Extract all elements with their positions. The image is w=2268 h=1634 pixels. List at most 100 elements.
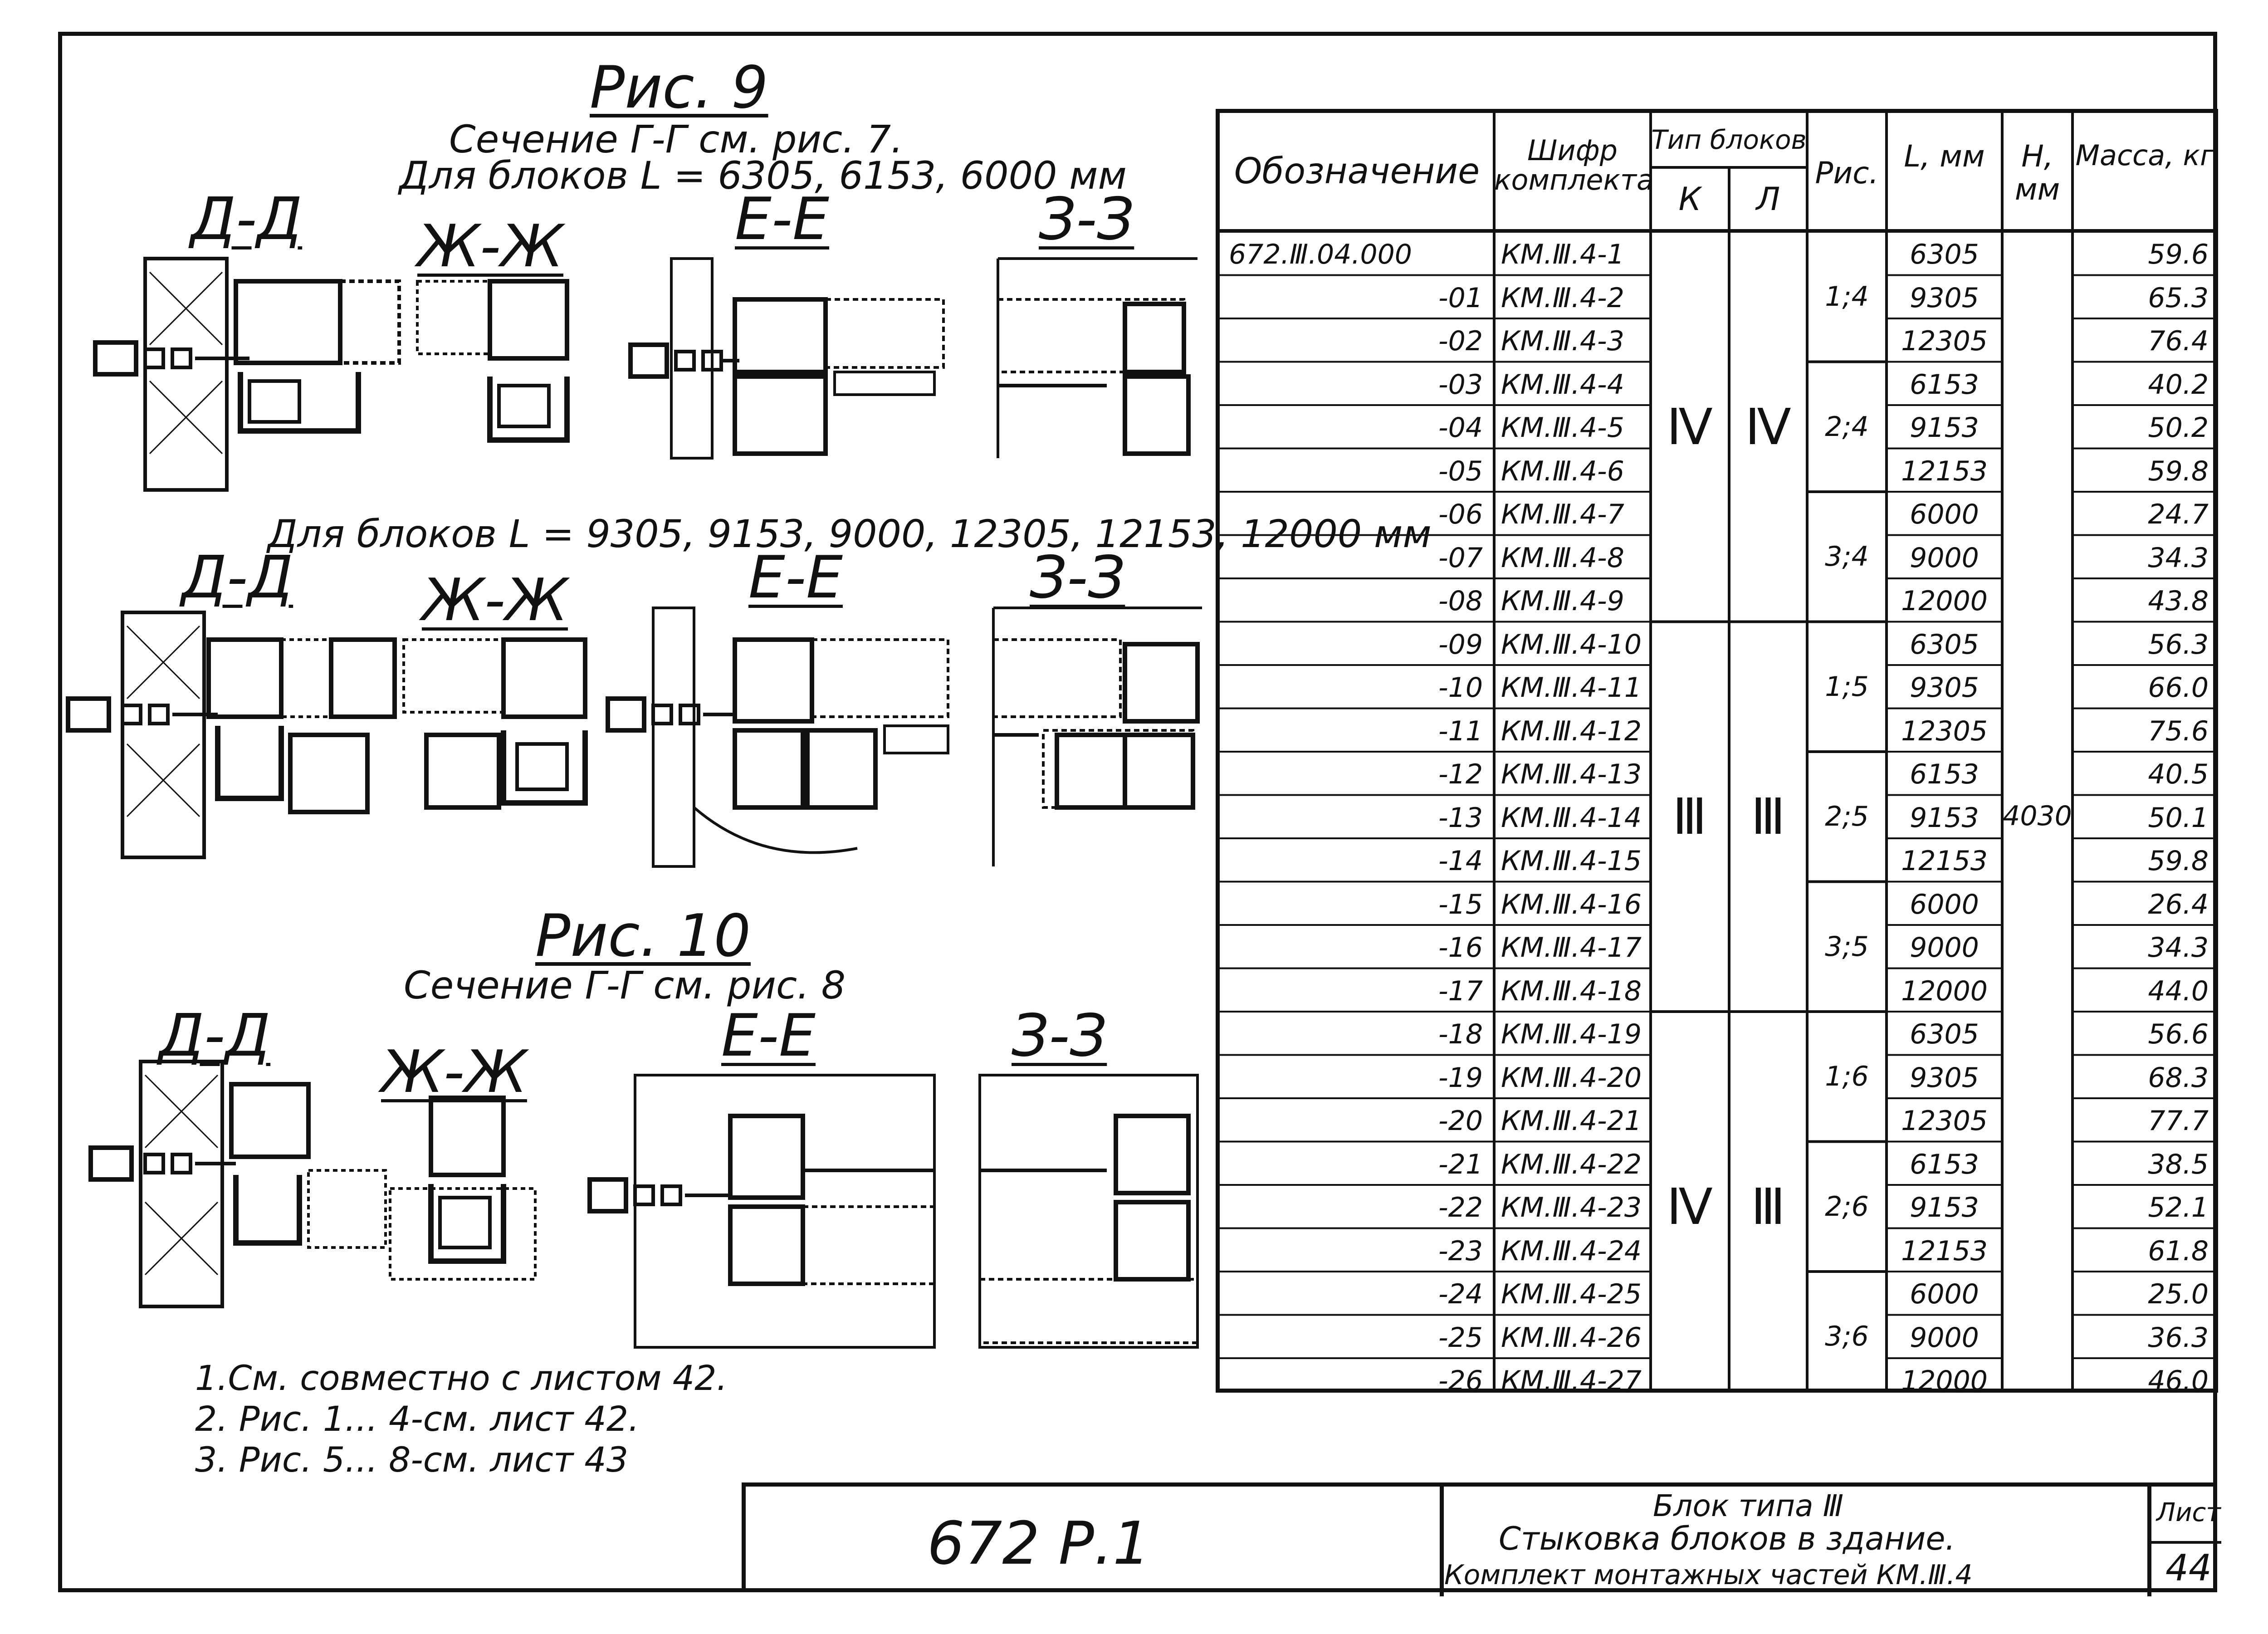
block-type-l: Ⅳ	[1745, 397, 1791, 456]
row-length: 6153	[1910, 368, 1979, 401]
section-label-zz-3: З-З	[1012, 1002, 1107, 1070]
row-designation: -10	[1438, 672, 1483, 704]
row-mass: 75.6	[2148, 715, 2209, 747]
row-designation: -13	[1438, 802, 1483, 834]
section-drawing-ee-1	[628, 257, 945, 460]
row-length: 12305	[1901, 715, 1988, 747]
row-code: КМ.Ⅲ.4-16	[1501, 888, 1642, 920]
row-code: КМ.Ⅲ.4-22	[1501, 1148, 1642, 1180]
row-mass: 50.1	[2148, 802, 2209, 834]
row-designation: 672.Ⅲ.04.000	[1229, 239, 1412, 270]
fig10-subtitle: Сечение Г-Г см. рис. 8	[404, 963, 846, 1008]
row-code: КМ.Ⅲ.4-14	[1501, 802, 1642, 834]
row-code: КМ.Ⅲ.4-11	[1501, 672, 1642, 704]
row-designation: -24	[1438, 1278, 1483, 1310]
row-mass: 65.3	[2148, 282, 2209, 314]
row-mass: 43.8	[2148, 585, 2209, 617]
row-mass: 25.0	[2148, 1278, 2209, 1310]
section-label-zhzh-3: Ж-Ж	[381, 1038, 527, 1106]
row-code: КМ.Ⅲ.4-4	[1501, 368, 1624, 401]
header-l: Л	[1756, 181, 1780, 218]
row-mass: 56.3	[2148, 628, 2209, 660]
row-mass: 61.8	[2148, 1235, 2209, 1267]
fig-group: 1;5	[1825, 670, 1869, 703]
row-designation: -21	[1438, 1148, 1483, 1180]
row-code: КМ.Ⅲ.4-5	[1501, 412, 1624, 444]
fig-group: 1;6	[1825, 1061, 1869, 1093]
row-designation: -20	[1438, 1105, 1483, 1137]
row-mass: 77.7	[2148, 1105, 2209, 1137]
header-height: H, мм	[2014, 139, 2060, 207]
row-length: 9305	[1910, 282, 1979, 314]
drawing-code: 672 Р.1	[927, 1509, 1150, 1578]
row-designation: -01	[1438, 282, 1483, 314]
specification-table: Обозначение Шифр комплекта Тип блоков К …	[1216, 109, 2218, 1397]
section-drawing-zhzh-1	[416, 279, 570, 443]
section-drawing-dd-3	[88, 1060, 387, 1308]
row-length: 6305	[1910, 1018, 1979, 1050]
row-designation: -09	[1438, 628, 1483, 660]
row-mass: 50.2	[2148, 412, 2209, 444]
section-label-zz-2: З-З	[1030, 544, 1125, 612]
row-length: 9305	[1910, 672, 1979, 704]
block-type-l: Ⅲ	[1751, 1177, 1785, 1236]
row-mass: 44.0	[2148, 975, 2209, 1007]
header-code: Шифр комплекта	[1494, 134, 1654, 197]
row-length: 9153	[1910, 412, 1979, 444]
section-label-ee-3: Е-Е	[721, 1002, 816, 1070]
row-code: КМ.Ⅲ.4-3	[1501, 325, 1624, 357]
row-mass: 59.8	[2148, 455, 2209, 487]
row-mass: 66.0	[2148, 672, 2209, 704]
row-length: 12000	[1901, 1365, 1988, 1397]
block-type-k: Ⅲ	[1672, 788, 1707, 846]
row-mass: 24.7	[2148, 499, 2209, 530]
section-drawing-dd-1	[93, 257, 401, 492]
fig-group: 3;6	[1825, 1321, 1869, 1353]
row-code: КМ.Ⅲ.4-13	[1501, 758, 1642, 790]
note-3: 3. Рис. 5... 8-см. лист 43	[195, 1439, 629, 1480]
row-mass: 40.2	[2148, 368, 2209, 401]
fig-group: 2;5	[1825, 801, 1869, 833]
row-code: КМ.Ⅲ.4-8	[1501, 542, 1624, 574]
section-drawing-ee-3	[587, 1074, 936, 1349]
row-length: 12305	[1901, 1105, 1988, 1137]
sheet-number: 44	[2165, 1547, 2212, 1589]
section-drawing-zhzh-2	[402, 637, 588, 810]
row-designation: -12	[1438, 758, 1483, 790]
row-length: 9153	[1910, 802, 1979, 834]
sheet-label: Лист	[2156, 1498, 2221, 1527]
section-label-dd-2: Д-Д	[181, 544, 293, 612]
header-k: К	[1678, 181, 1701, 218]
row-mass: 56.6	[2148, 1018, 2209, 1050]
row-length: 9000	[1910, 932, 1979, 964]
row-mass: 59.8	[2148, 845, 2209, 877]
section-label-dd-1: Д-Д	[191, 186, 303, 253]
title-line-2: Стыковка блоков в здание.	[1499, 1520, 1955, 1557]
title-block: 672 Р.1 Блок типа Ⅲ Стыковка блоков в зд…	[742, 1482, 2221, 1596]
row-length: 9305	[1910, 1062, 1979, 1094]
section-label-dd-3: Д-Д	[159, 1002, 271, 1070]
row-designation: -14	[1438, 845, 1483, 877]
row-length: 12153	[1901, 455, 1988, 487]
section-drawing-zz-2	[992, 607, 1202, 866]
row-mass: 76.4	[2148, 325, 2209, 357]
row-designation: -17	[1438, 975, 1483, 1007]
row-length: 9000	[1910, 1321, 1979, 1354]
row-designation: -15	[1438, 888, 1483, 920]
row-length: 6305	[1910, 239, 1979, 270]
height-value: 4030	[2003, 800, 2072, 832]
row-designation: -23	[1438, 1235, 1483, 1267]
fig9-subtitle-3: Для блоков L = 9305, 9153, 9000, 12305, …	[268, 512, 1432, 556]
row-length: 9000	[1910, 542, 1979, 574]
row-length: 12000	[1901, 585, 1988, 617]
row-designation: -03	[1438, 368, 1483, 401]
row-designation: -19	[1438, 1062, 1483, 1094]
row-code: КМ.Ⅲ.4-19	[1501, 1018, 1642, 1050]
table-grid	[1220, 113, 2218, 1392]
section-drawing-zz-3	[978, 1074, 1199, 1349]
header-fig: Рис.	[1815, 156, 1879, 191]
row-designation: -06	[1438, 499, 1483, 530]
row-code: КМ.Ⅲ.4-17	[1501, 932, 1642, 964]
block-type-l: Ⅲ	[1751, 788, 1785, 846]
fig9-subtitle-2: Для блоков L = 6305, 6153, 6000 мм	[399, 153, 1127, 198]
